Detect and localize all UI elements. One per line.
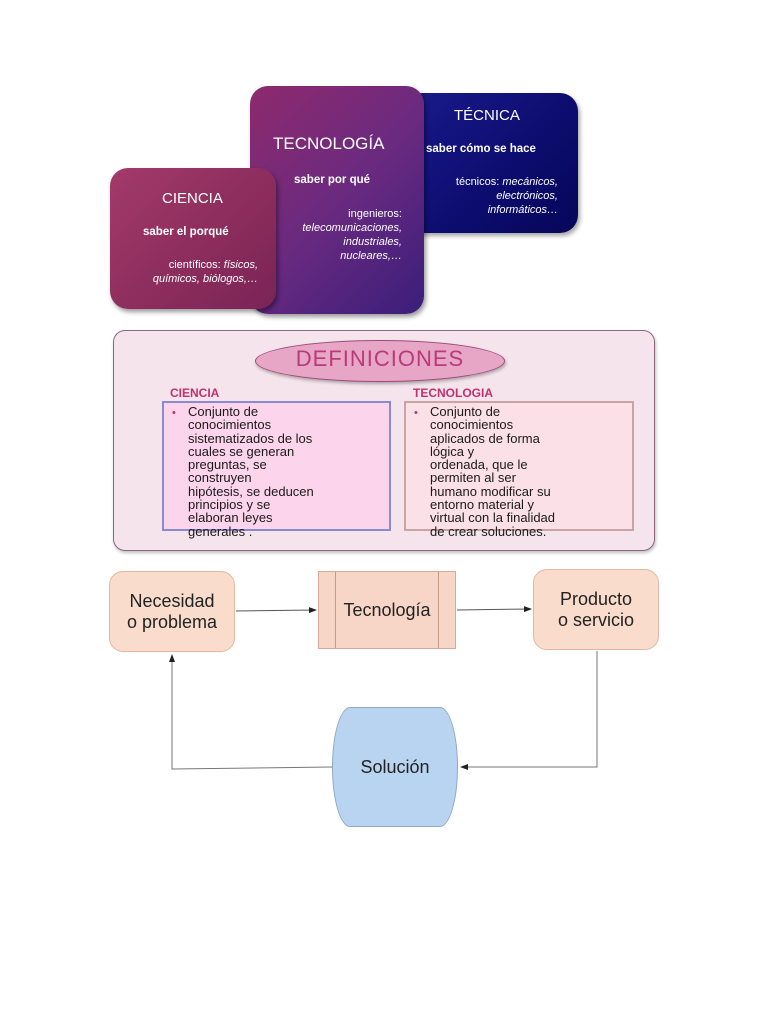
- card-tecnologia-text: ingenieros: telecomunicaciones, industri…: [242, 207, 402, 263]
- card-tecnologia-line3: industriales,: [343, 236, 402, 248]
- card-tecnica-line3: informáticos…: [487, 204, 558, 216]
- flow-node-tecnologia: Tecnología: [318, 571, 456, 649]
- definicion-ciencia-line: conocimientos: [188, 417, 272, 433]
- definicion-tecnologia-line: humano modificar su: [430, 483, 551, 499]
- definicion-ciencia-line: sistematizados de los: [188, 430, 313, 446]
- card-tecnologia-line4: nucleares,…: [340, 250, 402, 262]
- definicion-ciencia-line: hipótesis, se deducen: [188, 483, 314, 499]
- process-divider-right: [438, 572, 439, 648]
- card-tecnica-subtitle: saber cómo se hace: [426, 143, 536, 155]
- definicion-ciencia-line: generales .: [188, 523, 253, 539]
- card-tecnologia-subtitle: saber por qué: [294, 174, 371, 186]
- arrow-tecnologia-to-producto: [456, 606, 532, 613]
- definicion-tecnologia-heading: TECNOLOGIA: [413, 386, 493, 400]
- card-ciencia-subtitle: saber el porqué: [143, 226, 229, 238]
- flow-node-necesidad: Necesidad o problema: [109, 571, 235, 652]
- arrow-producto-to-solucion: [460, 651, 598, 770]
- card-tecnologia-line1: ingenieros:: [348, 208, 402, 220]
- definicion-ciencia-line: elaboran leyes: [188, 510, 273, 526]
- card-tecnica-title: TÉCNICA: [454, 107, 520, 124]
- definicion-ciencia-line: cuales se generan: [188, 443, 295, 459]
- definicion-tecnologia-line: entorno material y: [430, 497, 535, 513]
- card-ciencia-title: CIENCIA: [162, 190, 223, 207]
- definicion-tecnologia-box: • Conjunto de conocimientos aplicados de…: [404, 401, 634, 538]
- card-tecnologia-line2: telecomunicaciones,: [302, 222, 402, 234]
- card-ciencia-text: científicos: físicos, químicos, biólogos…: [108, 258, 258, 286]
- definicion-tecnologia-line: aplicados de forma: [430, 430, 540, 446]
- flow-node-producto: Producto o servicio: [533, 569, 659, 650]
- arrow-solucion-to-necesidad: [169, 654, 333, 770]
- definicion-ciencia-line: Conjunto de: [188, 404, 259, 419]
- definiciones-title-oval: [255, 340, 505, 382]
- definicion-ciencia-line: principios y se: [188, 497, 271, 513]
- definicion-tecnologia-line: permiten al ser: [430, 470, 516, 486]
- definicion-tecnologia-line: ordenada, que le: [430, 457, 528, 473]
- definicion-tecnologia-line: lógica y: [430, 443, 475, 459]
- card-tecnica: TÉCNICA saber cómo se hace técnicos: mec…: [404, 93, 578, 233]
- bullet-icon: •: [414, 407, 418, 419]
- card-tecnica-text: técnicos: mecánicos, electrónicos, infor…: [408, 175, 558, 217]
- flow-node-necesidad-line2: o problema: [126, 611, 218, 632]
- process-divider-left: [335, 572, 336, 648]
- card-ciencia-line2: químicos, biólogos,…: [152, 273, 258, 285]
- card-ciencia-line1-prefix: científicos:: [168, 259, 224, 271]
- definicion-ciencia-box: • Conjunto de conocimientos sistematizad…: [162, 401, 391, 538]
- card-tecnologia: TECNOLOGÍA saber por qué ingenieros: tel…: [250, 86, 424, 314]
- arrow-necesidad-to-tecnologia: [235, 607, 317, 614]
- definicion-ciencia-line: preguntas, se: [188, 457, 267, 473]
- bullet-icon: •: [172, 407, 176, 419]
- card-tecnica-line2: electrónicos,: [496, 190, 558, 202]
- flow-node-producto-line1: Producto: [559, 588, 633, 609]
- flow-node-solucion-label: Solución: [360, 756, 430, 777]
- flow-node-solucion: Solución: [332, 707, 458, 827]
- flow-node-tecnologia-label: Tecnología: [343, 599, 431, 620]
- definicion-ciencia-line: construyen: [188, 470, 252, 486]
- definicion-tecnologia-line: de crear soluciones.: [430, 523, 547, 539]
- definicion-tecnologia-line: Conjunto de: [430, 404, 501, 419]
- card-ciencia: CIENCIA saber el porqué científicos: fís…: [110, 168, 276, 309]
- flow-node-producto-line2: o servicio: [557, 609, 635, 630]
- definicion-tecnologia-line: virtual con la finalidad: [430, 510, 556, 526]
- flow-node-necesidad-line1: Necesidad: [129, 590, 215, 611]
- card-tecnica-line1-italic: mecánicos,: [502, 176, 558, 188]
- card-tecnologia-title: TECNOLOGÍA: [273, 134, 385, 153]
- definicion-ciencia-heading: CIENCIA: [170, 386, 220, 400]
- definiciones-title: DEFINICIONES: [295, 346, 465, 371]
- definicion-tecnologia-line: conocimientos: [430, 417, 514, 433]
- card-ciencia-line1-italic: físicos,: [223, 259, 258, 271]
- card-tecnica-line1-prefix: técnicos:: [455, 176, 503, 188]
